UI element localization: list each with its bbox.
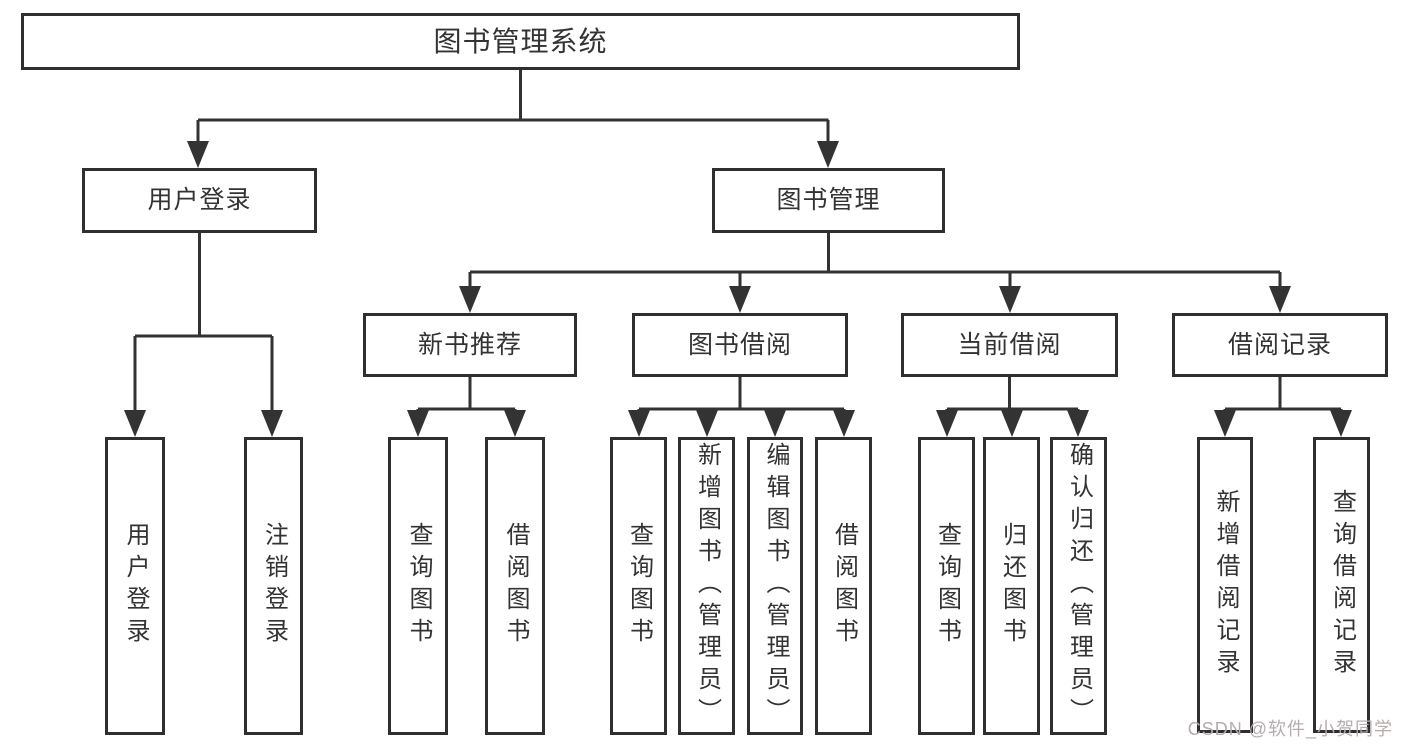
leaf-edit-books-admin: 编辑图书（管理员） — [747, 437, 803, 735]
leaf-add-borrow-record: 新增借阅记录 — [1197, 437, 1253, 733]
node-current-borrowing: 当前借阅 — [901, 313, 1118, 377]
leaf-query-books-current: 查询图书 — [918, 437, 975, 735]
leaf-confirm-return-admin: 确认归还（管理员） — [1050, 437, 1107, 735]
node-system-root: 图书管理系统 — [21, 13, 1020, 70]
leaf-borrow-books-borrowing: 借阅图书 — [815, 437, 872, 735]
csdn-watermark: CSDN @软件_小贺同学 — [1187, 719, 1393, 739]
leaf-logout: 注销登录 — [244, 437, 303, 735]
node-new-book-recommend: 新书推荐 — [363, 313, 577, 377]
leaf-add-books-admin: 新增图书（管理员） — [678, 437, 735, 735]
leaf-query-borrow-record: 查询借阅记录 — [1313, 437, 1370, 733]
leaf-borrow-books-recommend: 借阅图书 — [485, 437, 545, 735]
node-book-management: 图书管理 — [712, 168, 945, 233]
leaf-return-books: 归还图书 — [983, 437, 1040, 735]
node-user-login: 用户登录 — [82, 168, 317, 233]
leaf-user-login: 用户登录 — [105, 437, 165, 735]
arrowheads — [124, 141, 1352, 437]
node-book-borrowing: 图书借阅 — [632, 313, 848, 377]
node-borrowing-records: 借阅记录 — [1172, 313, 1388, 377]
leaf-query-books-recommend: 查询图书 — [388, 437, 448, 735]
leaf-query-books-borrowing: 查询图书 — [610, 437, 667, 735]
